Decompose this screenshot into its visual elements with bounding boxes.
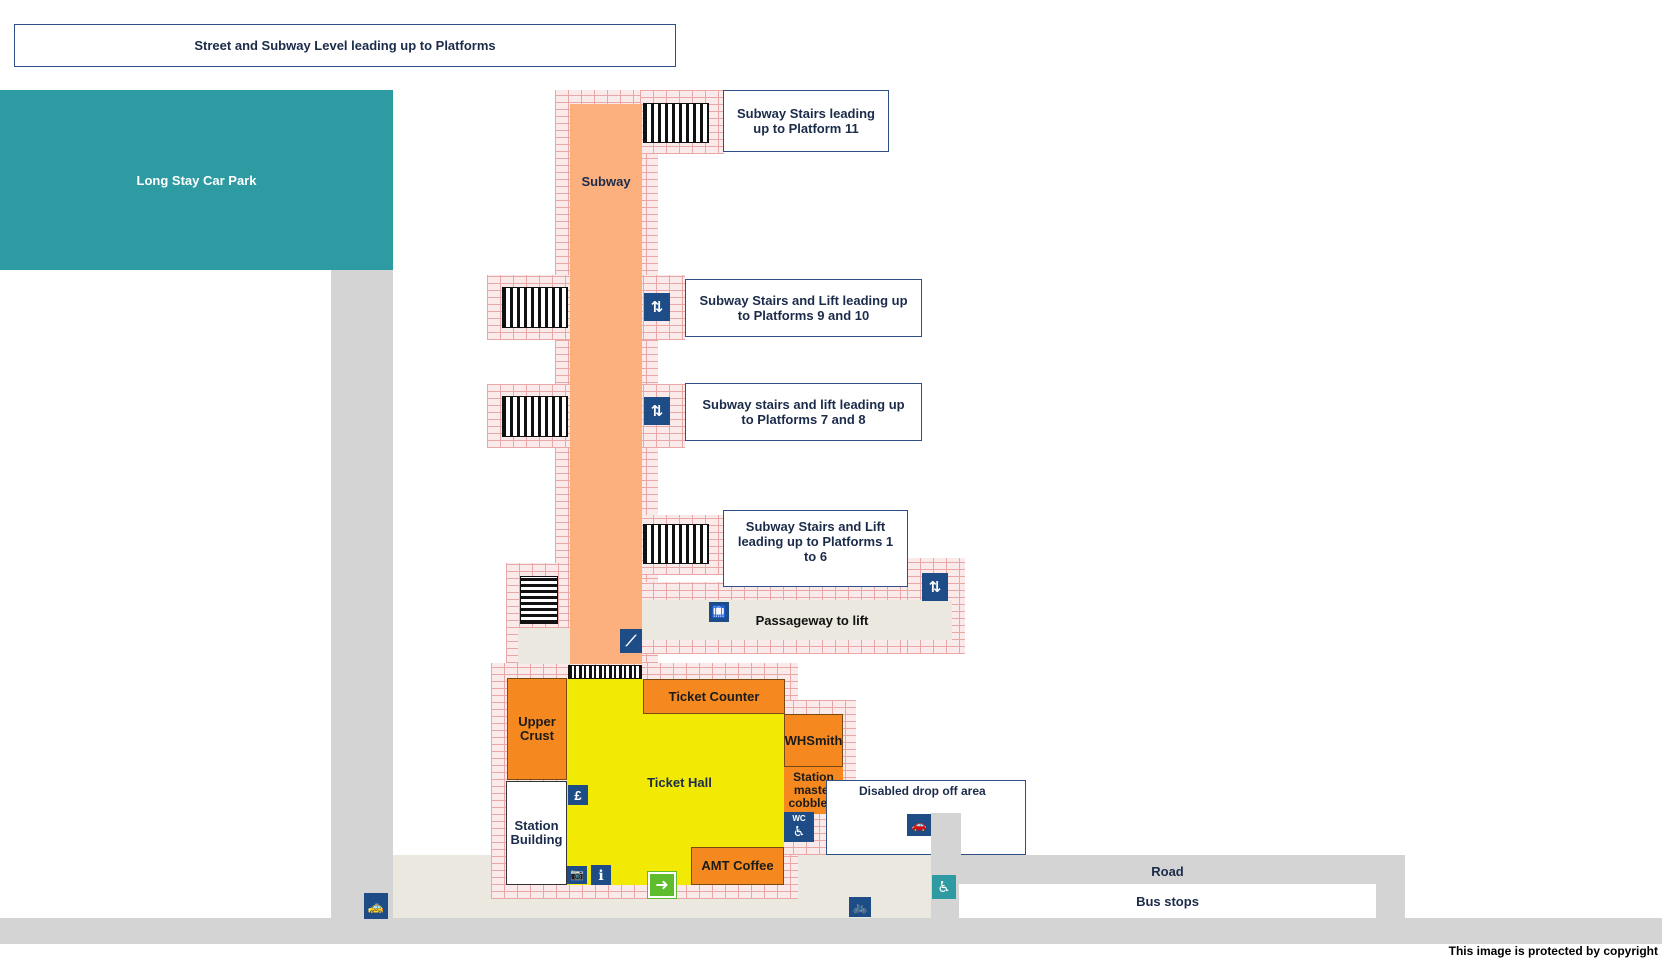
ticket-gates[interactable] xyxy=(568,665,642,679)
subway-label: Subway xyxy=(581,174,631,189)
passageway-label: Passageway to lift xyxy=(755,612,869,628)
callout-platform-11: Subway Stairs leading up to Platform 11 xyxy=(723,90,889,152)
bus-stops-area: Bus stops xyxy=(959,884,1376,918)
stairs-platforms-1-6[interactable] xyxy=(643,524,709,564)
long-stay-car-park: Long Stay Car Park xyxy=(0,90,393,270)
accessible-toilet-icon[interactable]: WC ♿ xyxy=(784,812,814,842)
stairs-platforms-7-8[interactable] xyxy=(502,396,568,437)
ticket-counter[interactable]: Ticket Counter xyxy=(643,679,785,714)
disabled-drop-off-label: Disabled drop off area xyxy=(859,784,986,798)
road-label: Road xyxy=(1151,863,1184,879)
drop-off-car-icon: 🚗 xyxy=(907,814,931,836)
upper-crust[interactable]: Upper Crust xyxy=(507,678,567,780)
stairs-platform-11[interactable] xyxy=(643,103,709,143)
ramp-icon: ⟋ xyxy=(620,629,642,653)
access-road-vertical xyxy=(331,270,393,920)
luggage-trolley-icon: 🛄 xyxy=(709,602,729,622)
station-building: Station Building xyxy=(506,781,567,885)
callout-platforms-9-10: Subway Stairs and Lift leading up to Pla… xyxy=(685,279,922,337)
callout-platforms-1-6: Subway Stairs and Lift leading up to Pla… xyxy=(723,510,908,587)
stairs-lower-left[interactable] xyxy=(520,576,558,624)
bike-parking-icon: 🚲 xyxy=(849,897,871,917)
main-road-bottom xyxy=(0,918,1662,944)
lift-icon-platforms-9-10[interactable]: ⇅ xyxy=(644,293,670,321)
photo-booth-icon[interactable]: 📷 xyxy=(567,866,587,884)
information-icon[interactable]: ℹ xyxy=(591,865,611,885)
accessible-parking-icon: ♿ xyxy=(932,875,956,899)
map-title: Street and Subway Level leading up to Pl… xyxy=(14,24,676,67)
stairs-platforms-9-10[interactable] xyxy=(502,287,568,328)
lift-icon-platforms-7-8[interactable]: ⇅ xyxy=(644,397,670,425)
drop-off-road-stub xyxy=(931,813,961,855)
lower-stairs-landing xyxy=(518,628,570,664)
amt-coffee[interactable]: AMT Coffee xyxy=(691,847,784,885)
whsmith[interactable]: WHSmith xyxy=(784,714,843,767)
exit-icon[interactable]: ➜ xyxy=(647,871,677,899)
wc-text: WC xyxy=(792,814,806,823)
copyright-notice: This image is protected by copyright xyxy=(1448,944,1658,958)
callout-platforms-7-8: Subway stairs and lift leading up to Pla… xyxy=(685,383,922,441)
lift-icon-platforms-1-6[interactable]: ⇅ xyxy=(922,573,948,601)
passageway-to-lift: Passageway to lift xyxy=(642,600,952,640)
cash-machine-icon[interactable]: £ xyxy=(568,785,588,805)
ticket-hall-label: Ticket Hall xyxy=(647,774,712,790)
wheelchair-icon: ♿ xyxy=(792,823,806,839)
subway-corridor: Subway xyxy=(570,104,642,664)
taxi-rank-icon: 🚕 xyxy=(364,893,388,919)
